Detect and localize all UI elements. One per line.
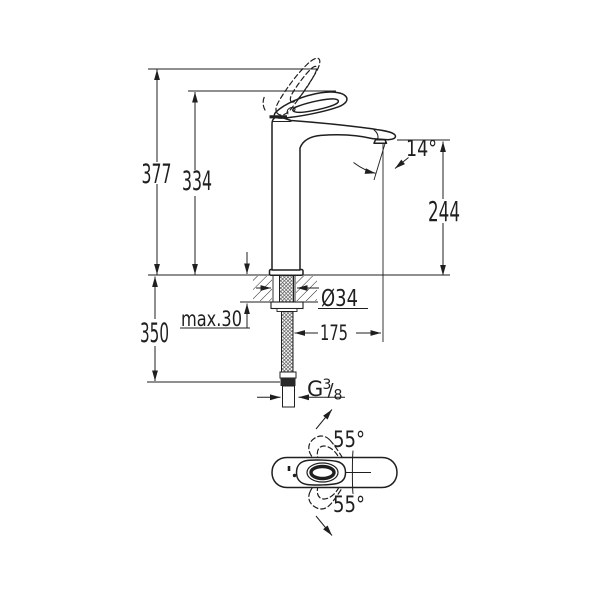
dim-55-upper: 55° bbox=[315, 409, 365, 453]
dim-334: 334 bbox=[182, 90, 336, 275]
g38-slash: / bbox=[328, 380, 335, 401]
mounting-nut bbox=[270, 301, 304, 310]
dim-334-label: 334 bbox=[182, 166, 212, 197]
dim-14deg: 14° bbox=[353, 137, 437, 342]
dim-350-label: 350 bbox=[140, 318, 169, 349]
aerator bbox=[373, 139, 388, 144]
dim-350: 350 bbox=[140, 276, 280, 383]
handle-inner-cutout bbox=[292, 98, 340, 113]
dim-14deg-label: 14° bbox=[406, 137, 437, 162]
dim-max30: max.30 bbox=[180, 252, 250, 331]
dim-55-lower: 55° bbox=[315, 493, 365, 536]
dim-max30-label: max.30 bbox=[181, 307, 242, 331]
handle-raised-dashed bbox=[262, 57, 321, 116]
plan-handle-ring-outer bbox=[306, 462, 339, 483]
dim-55-upper-label: 55° bbox=[333, 428, 365, 453]
dim-175-label: 175 bbox=[320, 321, 348, 345]
dim-377-label: 377 bbox=[142, 159, 172, 190]
g38-numerator: 3 bbox=[323, 377, 332, 393]
plan-handle-ring-inner bbox=[309, 464, 336, 481]
dimension-annotations: 377 334 350 244 14° bbox=[140, 68, 460, 404]
g38-letter: G bbox=[307, 377, 323, 401]
hose-fitting bbox=[280, 378, 296, 386]
flexible-hose bbox=[281, 311, 294, 373]
supply-connection bbox=[270, 270, 304, 408]
plan-view: 55° 55° bbox=[271, 409, 398, 536]
faucet-side-view bbox=[262, 57, 397, 277]
dim-dia34: Ø34 bbox=[256, 285, 368, 312]
dim-55-lower-label: 55° bbox=[333, 493, 365, 518]
dim-175: 175 bbox=[294, 321, 381, 345]
g38-denominator: 8 bbox=[334, 388, 343, 404]
dim-g38: G 3 / 8 bbox=[257, 377, 345, 404]
dim-244: 244 bbox=[397, 139, 460, 276]
cold-indicator-dot bbox=[292, 473, 297, 478]
stream-angle-line bbox=[373, 141, 386, 181]
spout-tip-seam bbox=[373, 129, 379, 140]
thread-connector-tube bbox=[282, 385, 295, 408]
dim-dia34-label: Ø34 bbox=[321, 286, 358, 312]
dim-377: 377 bbox=[142, 68, 317, 275]
hose-crimp-collar bbox=[279, 371, 297, 379]
dim-244-label: 244 bbox=[428, 195, 460, 228]
